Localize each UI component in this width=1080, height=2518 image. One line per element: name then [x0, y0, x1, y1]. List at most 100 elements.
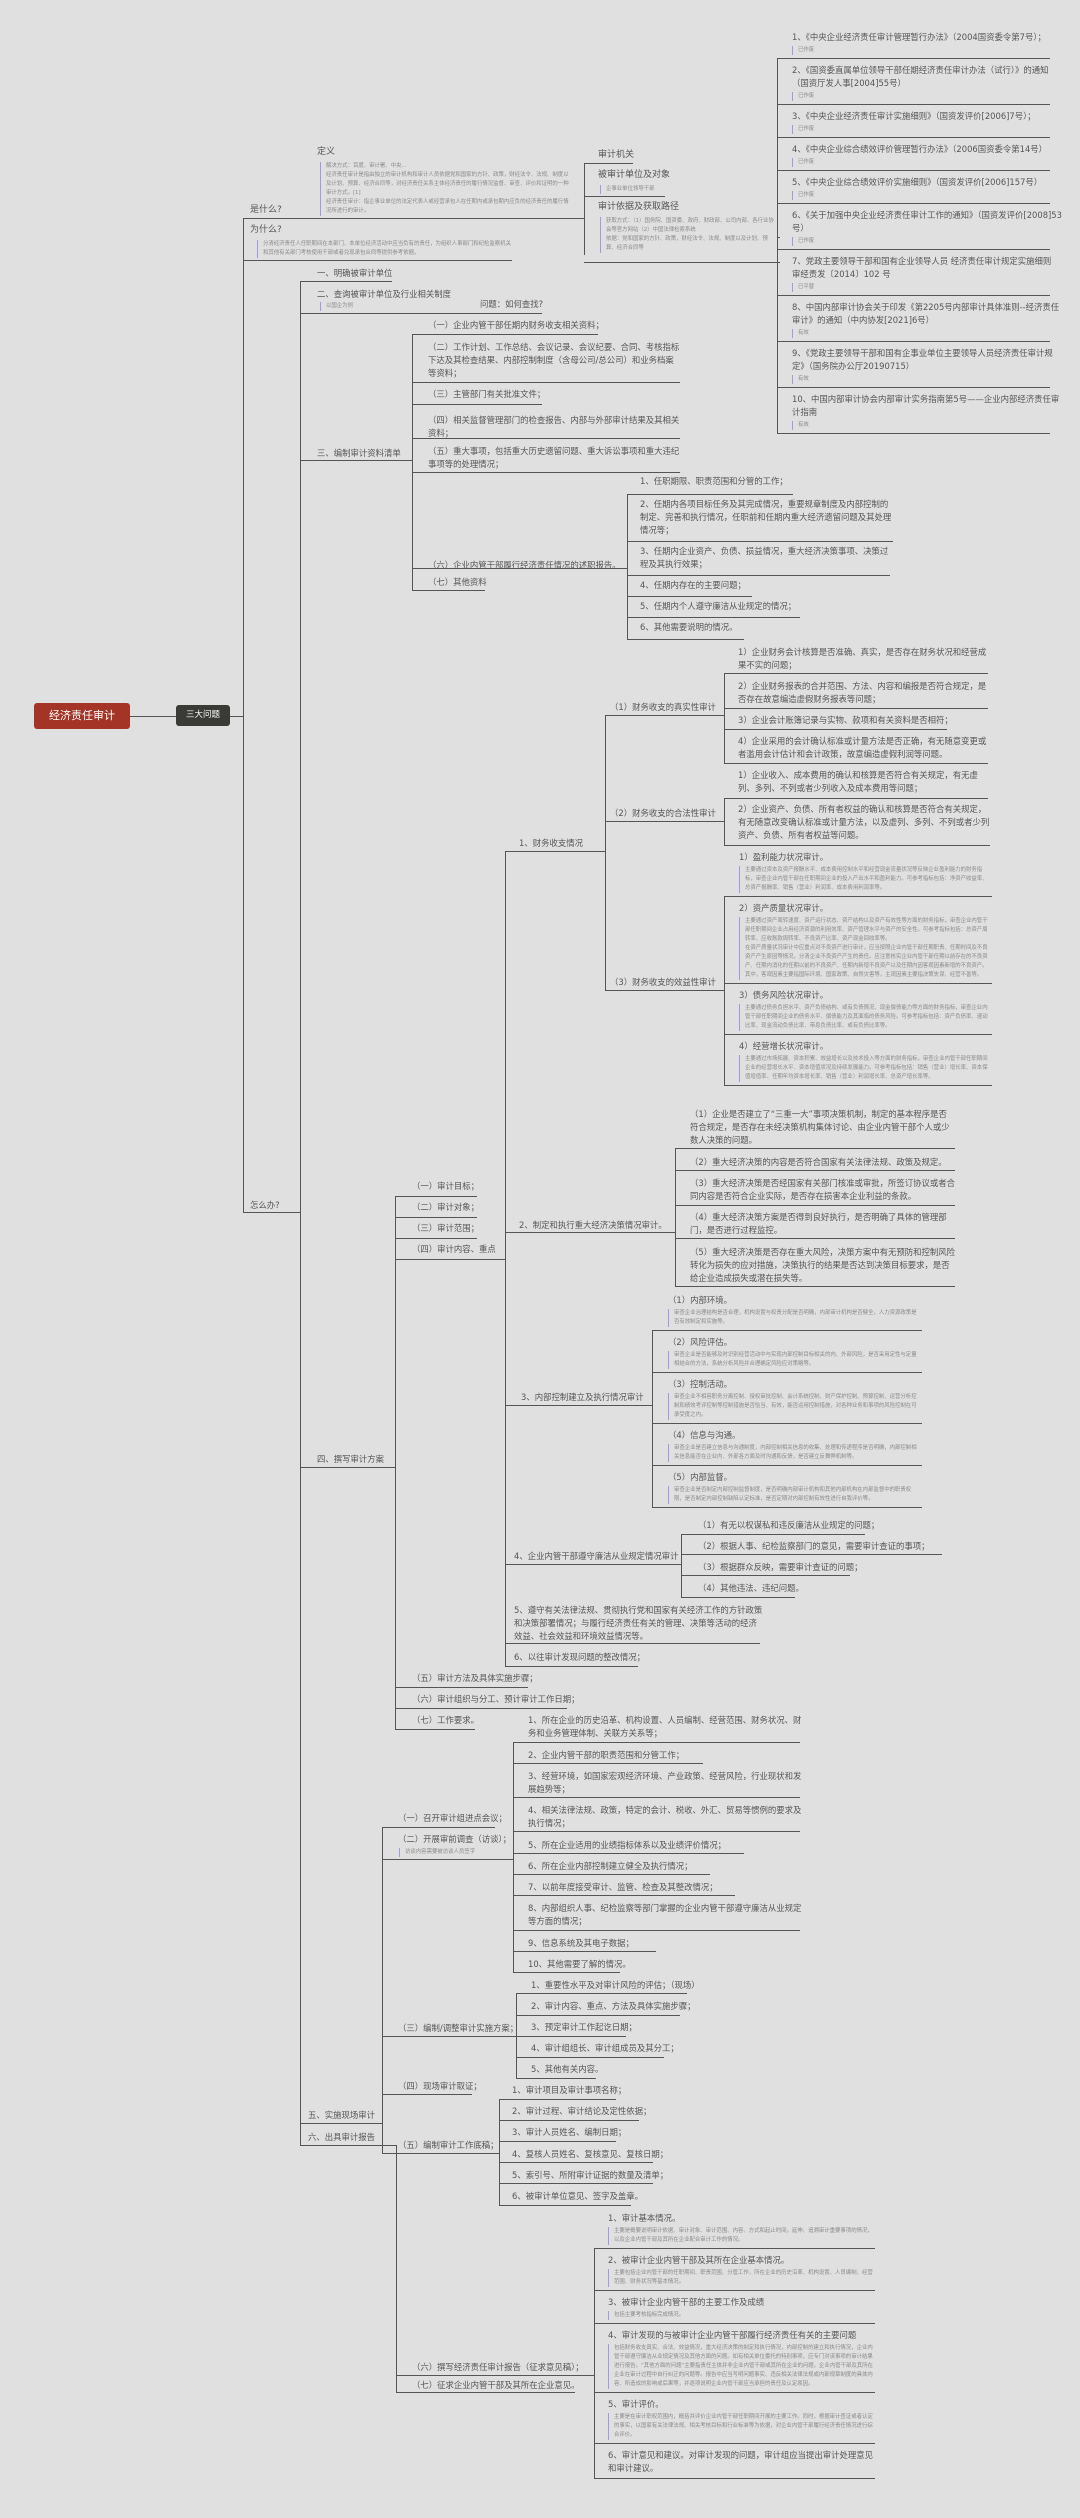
- internal-control-item[interactable]: （5）内部监督。: [668, 1472, 732, 1482]
- report-section[interactable]: 1、审计基本情况。: [608, 2213, 681, 2223]
- how-label[interactable]: 怎么办?: [250, 1200, 280, 1210]
- report-section[interactable]: 5、审计评价。: [608, 2399, 664, 2409]
- plan-item[interactable]: （一）审计目标；: [412, 1181, 479, 1191]
- workpaper-item[interactable]: 2、审计过程、审计结论及定性依据；: [512, 2106, 652, 2116]
- decision-item[interactable]: （2）重大经济决策的内容是否符合国家有关法律法规、政策及规定。: [690, 1157, 947, 1167]
- implementation-plan-item[interactable]: 3、预定审计工作起讫日期；: [531, 2022, 637, 2032]
- internal-control-node[interactable]: 3、内部控制建立及执行情况审计: [521, 1392, 644, 1402]
- report-item[interactable]: 2、任期内各项目标任务及其完成情况，重要规章制度及内部控制的制定、完善和执行情况…: [640, 499, 892, 535]
- decisions-node[interactable]: 2、制定和执行重大经济决策情况审计。: [519, 1220, 667, 1230]
- reference-item[interactable]: 7、党政主要领导干部和国有企业领导人员 经济责任审计规定实施细则 审经责发〔20…: [792, 256, 1052, 279]
- interview-item[interactable]: 5、所在企业适用的业绩指标体系以及业绩评价情况；: [528, 1840, 726, 1850]
- efficiency-item[interactable]: 3）债务风险状况审计。: [739, 990, 829, 1000]
- integrity-item[interactable]: （2）根据人事、纪检监察部门的意见，需要审计查证的事项；: [698, 1541, 930, 1551]
- decision-item[interactable]: （3）重大经济决策是否经国家有关部门核准或审批，所签订协议或者合同内容是否符合企…: [690, 1178, 955, 1201]
- material-item[interactable]: （三）主管部门有关批准文件；: [428, 389, 546, 399]
- material-item[interactable]: （六）企业内管干部履行经济责任情况的述职报告。: [428, 560, 621, 570]
- material-item[interactable]: （五）重大事项，包括重大历史遗留问题、重大诉讼事项和重大违纪事项等的处理情况；: [428, 446, 680, 469]
- report-item[interactable]: 4、任期内存在的主要问题；: [640, 580, 746, 590]
- plan-item[interactable]: （四）审计内容、重点: [412, 1244, 496, 1254]
- internal-control-item[interactable]: （2）风险评估。: [668, 1337, 732, 1347]
- decision-item[interactable]: （1）企业是否建立了“三重一大”事项决策机制，制定的基本程序是否符合规定，是否存…: [690, 1109, 950, 1145]
- efficiency-item[interactable]: 2）资产质量状况审计。: [739, 903, 829, 913]
- basis-node[interactable]: 审计依据及获取路径: [598, 202, 680, 212]
- efficiency-node[interactable]: （3）财务收支的效益性审计: [610, 977, 716, 987]
- material-item[interactable]: （二）工作计划、工作总结、会议记录、会议纪要、合同、考核指标下达及其检查结果、内…: [428, 342, 680, 378]
- audit-org-node[interactable]: 审计机关: [598, 150, 635, 160]
- why-label[interactable]: 为什么?: [250, 225, 282, 235]
- interview-item[interactable]: 1、所在企业的历史沿革、机构设置、人员编制、经营范围、财务状况、财务和业务管理体…: [528, 1715, 802, 1738]
- plan-item[interactable]: （六）审计组织与分工、预计审计工作日期；: [412, 1694, 580, 1704]
- authenticity-item[interactable]: 4）企业采用的会计确认标准或计量方法是否正确，有无随意变更或者滥用会计估计和会计…: [738, 736, 987, 759]
- legality-item[interactable]: 2）企业资产、负债、所有者权益的确认和核算是否符合有关规定，有无随意改变确认标准…: [738, 804, 990, 840]
- interview-item[interactable]: 10、其他需要了解的情况。: [528, 1959, 631, 1969]
- integrity-node[interactable]: 4、企业内管干部遵守廉洁从业规定情况审计: [514, 1551, 679, 1561]
- workpaper-item[interactable]: 1、审计项目及审计事项名称；: [512, 2085, 627, 2095]
- report-section[interactable]: 6、审计意见和建议。对审计发现的问题，审计组应当提出审计处理意见和审计建议。: [608, 2450, 873, 2473]
- field-item[interactable]: （四）现场审计取证；: [398, 2081, 482, 2091]
- decision-item[interactable]: （5）重大经济决策是否存在重大风险，决策方案中有无预防和控制风险转化为损失的应对…: [690, 1247, 955, 1283]
- interview-item[interactable]: 8、内部组织人事、纪检监察等部门掌握的企业内管干部遵守廉洁从业规定等方面的情况；: [528, 1903, 802, 1926]
- report-item[interactable]: 6、其他需要说明的情况。: [640, 622, 738, 632]
- what-label[interactable]: 是什么?: [250, 205, 282, 215]
- plan-item[interactable]: （五）审计方法及具体实施步骤；: [412, 1673, 538, 1683]
- workpaper-item[interactable]: 3、审计人员姓名、编制日期；: [512, 2127, 627, 2137]
- step-3[interactable]: 三、编制审计资料清单: [317, 448, 401, 458]
- internal-control-item[interactable]: （4）信息与沟通。: [668, 1430, 741, 1440]
- implementation-plan-item[interactable]: 1、重要性水平及对审计风险的评估；（现场）: [531, 1980, 700, 1990]
- plan-item[interactable]: （二）审计对象；: [412, 1202, 479, 1212]
- authenticity-item[interactable]: 1）企业财务会计核算是否准确、真实，是否存在财务状况和经营成果不实的问题；: [738, 647, 987, 670]
- definition-title[interactable]: 定义: [317, 147, 336, 157]
- material-item[interactable]: （四）相关监督管理部门的检查报告、内部与外部审计结果及其相关资料；: [428, 415, 680, 438]
- field-item[interactable]: （五）编制审计工作底稿；: [398, 2140, 499, 2150]
- reference-item[interactable]: 6、《关于加强中央企业经济责任审计工作的通知》（国资发评价[2008]53号）: [792, 210, 1062, 233]
- integrity-item[interactable]: （4）其他违法、违纪问题。: [698, 1583, 804, 1593]
- legality-node[interactable]: （2）财务收支的合法性审计: [610, 808, 716, 818]
- reference-item[interactable]: 8、中国内部审计协会关于印发《第2205号内部审计具体准则--经济责任审计》的通…: [792, 302, 1060, 325]
- integrity-item[interactable]: （1）有无以权谋私和违反廉洁从业规定的问题；: [698, 1520, 880, 1530]
- report-item[interactable]: 5、任期内个人遵守廉洁从业规定的情况；: [640, 601, 797, 611]
- reference-item[interactable]: 3、《中央企业经济责任审计实施细则》（国资发评价[2006]7号）；: [792, 111, 1036, 121]
- reference-item[interactable]: 9、《党政主要领导干部和国有企事业单位主要领导人员经济责任审计规定》（国务院办公…: [792, 348, 1053, 371]
- field-item[interactable]: （二）开展审前调查（访谈）；: [398, 1834, 512, 1844]
- authenticity-item[interactable]: 3）企业会计账簿记录与实物、款项和有关资料是否相符；: [738, 715, 953, 725]
- auditee-node[interactable]: 被审计单位及对象: [598, 170, 671, 180]
- field-item[interactable]: （三）编制/调整审计实施方案；: [398, 2023, 519, 2033]
- interview-item[interactable]: 7、以前年度接受审计、监管、检查及其整改情况；: [528, 1882, 718, 1892]
- interview-item[interactable]: 3、经营环境，如国家宏观经济环境、产业政策、经营风险，行业现状和发展趋势等；: [528, 1771, 802, 1794]
- field-item[interactable]: （一）召开审计组进点会议；: [398, 1813, 507, 1823]
- report-step-item[interactable]: （七）征求企业内管干部及其所在企业意见。: [412, 2380, 580, 2390]
- efficiency-item[interactable]: 4）经营增长状况审计。: [739, 1041, 829, 1051]
- report-item[interactable]: 3、任期内企业资产、负债、损益情况，重大经济决策事项、决策过程及其执行效果；: [640, 546, 889, 569]
- plan-item[interactable]: （三）审计范围；: [412, 1223, 479, 1233]
- reference-item[interactable]: 4、《中央企业综合绩效评价管理暂行办法》（2006国资委令第14号）: [792, 144, 1048, 154]
- integrity-item[interactable]: （3）根据群众反映，需要审计查证的问题；: [698, 1562, 863, 1572]
- reference-item[interactable]: 1、《中央企业经济责任审计管理暂行办法》（2004国资委令第7号）；: [792, 32, 1046, 42]
- step-1[interactable]: 一、明确被审计单位: [317, 268, 393, 278]
- report-item[interactable]: 1、任职期限、职责范围和分管的工作；: [640, 476, 788, 486]
- reference-item[interactable]: 10、中国内部审计协会内部审计实务指南第5号——企业内部经济责任审计指南: [792, 394, 1060, 417]
- decision-item[interactable]: （4）重大经济决策方案是否得到良好执行，是否明确了具体的管理部门，是否进行过程监…: [690, 1212, 947, 1235]
- report-section[interactable]: 4、审计发现的与被审计企业内管干部履行经济责任有关的主要问题: [608, 2330, 857, 2340]
- report-section[interactable]: 2、被审计企业内管干部及其所在企业基本情况。: [608, 2255, 790, 2265]
- workpaper-item[interactable]: 4、复核人员姓名、复核意见、复核日期；: [512, 2149, 669, 2159]
- step-4[interactable]: 四、撰写审计方案: [317, 1454, 384, 1464]
- implementation-plan-item[interactable]: 4、审计组组长、审计组成员及其分工；: [531, 2043, 679, 2053]
- hub-topic[interactable]: 三大问题: [176, 705, 230, 726]
- plan-item[interactable]: （七）工作要求。: [412, 1715, 479, 1725]
- report-section[interactable]: 3、被审计企业内管干部的主要工作及成绩: [608, 2297, 765, 2307]
- authenticity-item[interactable]: 2）企业财务报表的合并范围、方法、内容和编报是否符合规定，是否存在故意编造虚假财…: [738, 681, 987, 704]
- legality-item[interactable]: 1）企业收入、成本费用的确认和核算是否符合有关规定，有无虚列、多列、不列或者少列…: [738, 770, 978, 793]
- workpaper-item[interactable]: 5、索引号、所附审计证据的数量及清单；: [512, 2170, 669, 2180]
- workpaper-item[interactable]: 6、被审计单位意见、签字及盖章。: [512, 2191, 643, 2201]
- internal-control-item[interactable]: （1）内部环境。: [668, 1295, 732, 1305]
- rectification-node[interactable]: 6、以往审计发现问题的整改情况；: [514, 1652, 645, 1662]
- material-item[interactable]: （一）企业内管干部任期内财务收支相关资料；: [428, 320, 604, 330]
- reference-item[interactable]: 5、《中央企业综合绩效评价实施细则》（国资发评价[2006]157号）: [792, 177, 1043, 187]
- efficiency-item[interactable]: 1）盈利能力状况审计。: [739, 852, 829, 862]
- internal-control-item[interactable]: （3）控制活动。: [668, 1379, 732, 1389]
- root-topic[interactable]: 经济责任审计: [34, 703, 130, 729]
- interview-item[interactable]: 2、企业内管干部的职责范围和分管工作；: [528, 1750, 685, 1760]
- interview-item[interactable]: 9、信息系统及其电子数据；: [528, 1938, 634, 1948]
- material-item[interactable]: （七）其他资料: [428, 577, 487, 587]
